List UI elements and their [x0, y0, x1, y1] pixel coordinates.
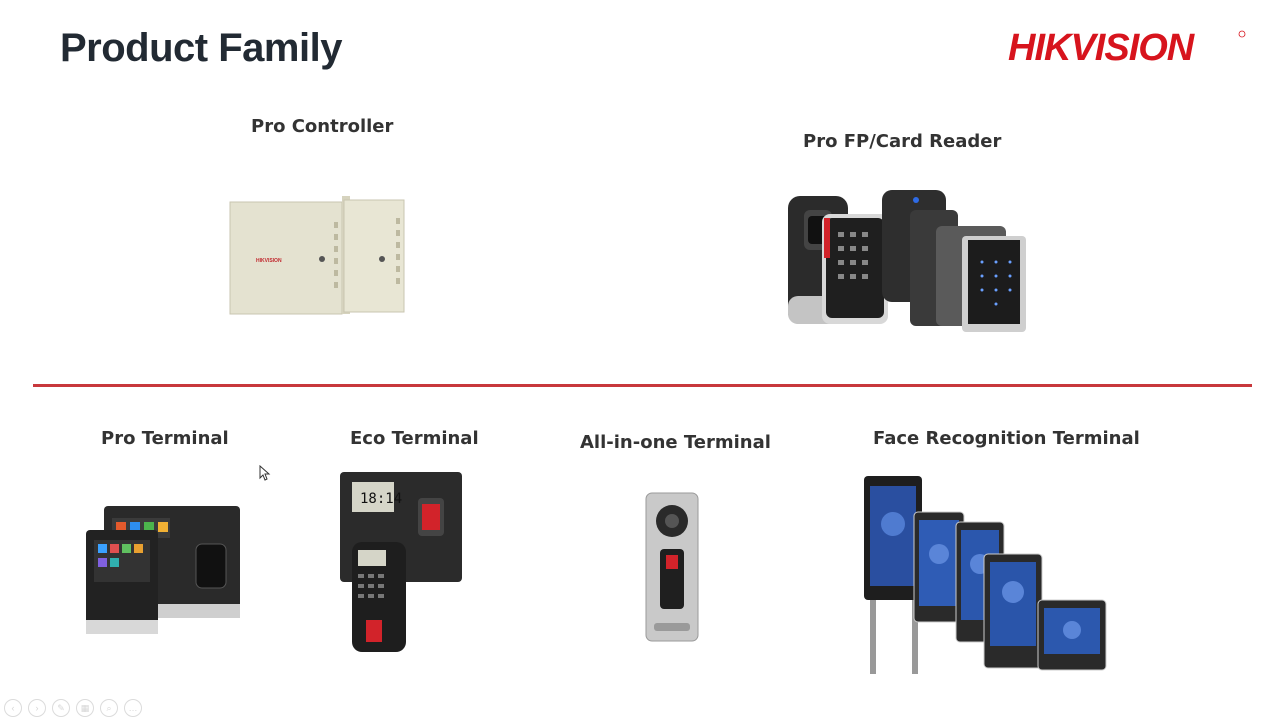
slide-title: Product Family	[60, 26, 342, 70]
svg-text:18:14: 18:14	[360, 491, 402, 507]
pro-terminal-image	[86, 506, 240, 634]
pro-controller-image: HIKVISION	[229, 196, 405, 315]
previous-slide-icon[interactable]: ‹	[4, 699, 22, 717]
label-all-in-one-terminal: All-in-one Terminal	[580, 432, 771, 453]
face-recognition-terminal-image	[864, 476, 1107, 674]
hikvision-logo: HIKVISION	[1008, 27, 1246, 68]
mouse-cursor-icon	[259, 465, 271, 481]
label-eco-terminal: Eco Terminal	[350, 428, 479, 449]
svg-text:HIKVISION: HIKVISION	[256, 258, 282, 264]
more-options-icon[interactable]: …	[124, 699, 142, 717]
svg-text:HIKVISION: HIKVISION	[1008, 27, 1196, 68]
all-in-one-terminal-image	[645, 492, 699, 642]
label-pro-terminal: Pro Terminal	[101, 428, 229, 449]
section-divider	[33, 384, 1252, 387]
pen-icon[interactable]: ✎	[52, 699, 70, 717]
label-face-recognition-terminal: Face Recognition Terminal	[873, 428, 1140, 449]
label-pro-card-reader: Pro FP/Card Reader	[803, 131, 1002, 152]
zoom-icon[interactable]: ⌕	[100, 699, 118, 717]
next-slide-icon[interactable]: ›	[28, 699, 46, 717]
slides-icon[interactable]: ▦	[76, 699, 94, 717]
card-reader-image	[788, 190, 1026, 332]
eco-terminal-image: 18:14	[340, 472, 462, 652]
slideshow-toolbar[interactable]: ‹ › ✎ ▦ ⌕ …	[4, 699, 142, 717]
label-pro-controller: Pro Controller	[251, 116, 394, 137]
